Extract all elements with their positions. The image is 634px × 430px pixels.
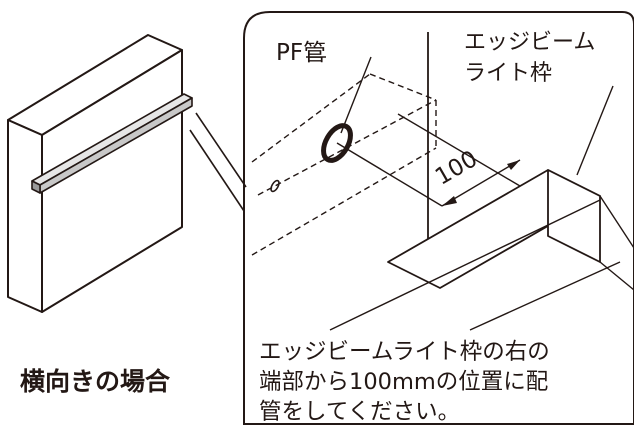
edge-frame-detail [387,169,634,291]
instruction-line-3: 管をしてください。 [259,399,461,425]
dimension-arrow-left [442,196,457,206]
callout-lines [189,112,247,212]
edge-frame-label-line2: ライト枠 [464,61,553,86]
dimension-arrow-right [507,160,520,170]
instruction-note: エッジビームライト枠の右の 端部から100mmの位置に配 管をしてください。 [259,337,550,427]
dimension-extension-pipe [336,142,443,207]
detail-drawing [251,32,634,331]
dimension-extension-frame [397,113,521,187]
pf-pipe-label: PF管 [276,40,327,66]
floor-lines [329,199,621,331]
wall-panel-front-face [7,119,43,313]
small-hole [270,179,280,193]
edge-frame-overview [31,93,193,194]
instruction-line-2: 端部から100mmの位置に配 [259,369,549,395]
pf-leader-line [340,56,372,134]
wall-panel-overview [7,34,183,313]
dimension-line [441,159,521,207]
edge-frame-end [31,180,41,194]
detail-frame [243,11,634,425]
hidden-pipe-route [251,73,437,256]
instruction-line-1: エッジビームライト枠の右の [259,339,550,365]
edge-frame-leader-line [576,85,614,176]
edge-frame-label-line1: エッジビーム [464,30,596,55]
caption-horizontal: 横向きの場合 [20,367,171,396]
